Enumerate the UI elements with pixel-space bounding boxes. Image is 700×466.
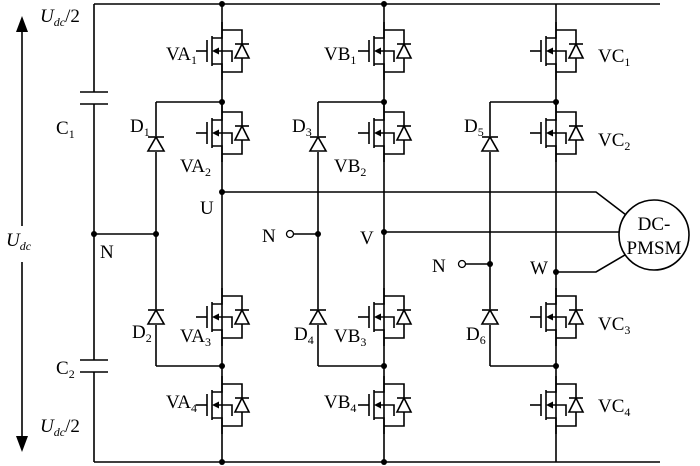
switch-vb4-label: VB4: [324, 392, 356, 415]
dc-voltage-label: Udc: [6, 230, 32, 253]
leg-b-neutral-label: N: [262, 226, 276, 247]
leg-c-neutral-label: N: [432, 256, 446, 277]
leg-c: [457, 4, 584, 462]
switch-vb4-icon: [357, 375, 412, 435]
switch-va2-label: VA2: [180, 156, 211, 179]
diode-d1-label: D1: [130, 116, 150, 139]
switch-vc3-icon: [529, 287, 584, 347]
diode-d3-label: D3: [292, 116, 312, 139]
switch-vc3-label: VC3: [598, 314, 630, 337]
motor-label-line1: DC-: [638, 214, 671, 235]
motor-circle: [618, 199, 690, 271]
neutral-point-label: N: [100, 242, 114, 263]
diode-d4-label: D4: [294, 324, 314, 347]
switch-vb2-icon: [357, 103, 412, 163]
dc-rails: [94, 3, 660, 463]
switch-vb2-label: VB2: [334, 156, 366, 179]
motor-label-line2: PMSM: [627, 238, 682, 259]
switch-va2-icon: [195, 103, 250, 163]
leg-b-neutral-terminal: [285, 229, 295, 239]
capacitor-c1-label: C1: [56, 118, 75, 141]
capacitor-c2-label: C2: [56, 358, 75, 381]
switch-vc1-label: VC1: [598, 46, 630, 69]
capacitor-c2: [80, 234, 108, 462]
capacitor-c1: [80, 4, 108, 234]
switch-va3-label: VA3: [180, 326, 211, 349]
bottom-half-voltage-label: Udc/2: [40, 416, 80, 439]
switch-va4-icon: [195, 375, 250, 435]
switch-vc4-icon: [529, 375, 584, 435]
switch-vc2-label: VC2: [598, 130, 630, 153]
output-v-label: V: [360, 228, 374, 249]
output-u-label: U: [200, 198, 214, 219]
switch-vc4-label: VC4: [598, 396, 630, 419]
neutral-node-dot: [91, 231, 97, 237]
switch-vb1-label: VB1: [324, 44, 356, 67]
top-half-voltage-label: Udc/2: [40, 6, 80, 29]
switch-vc1-icon: [529, 21, 584, 81]
switch-vb1-icon: [357, 21, 412, 81]
diode-d5-label: D5: [464, 116, 484, 139]
motor-feed-lines: [222, 191, 631, 273]
dc-voltage-arrow: [16, 16, 28, 452]
switch-va1-icon: [195, 21, 250, 81]
leg-b: [285, 1, 412, 465]
leg-c-neutral-terminal: [457, 259, 467, 269]
switch-va1-label: VA1: [166, 44, 197, 67]
output-w-label: W: [530, 258, 548, 279]
diode-d6-label: D6: [466, 324, 486, 347]
switch-va4-label: VA4: [166, 392, 197, 415]
leg-a: [147, 1, 250, 465]
diode-d2-label: D2: [132, 322, 152, 345]
switch-vb3-label: VB3: [334, 326, 366, 349]
switch-vc2-icon: [529, 103, 584, 163]
